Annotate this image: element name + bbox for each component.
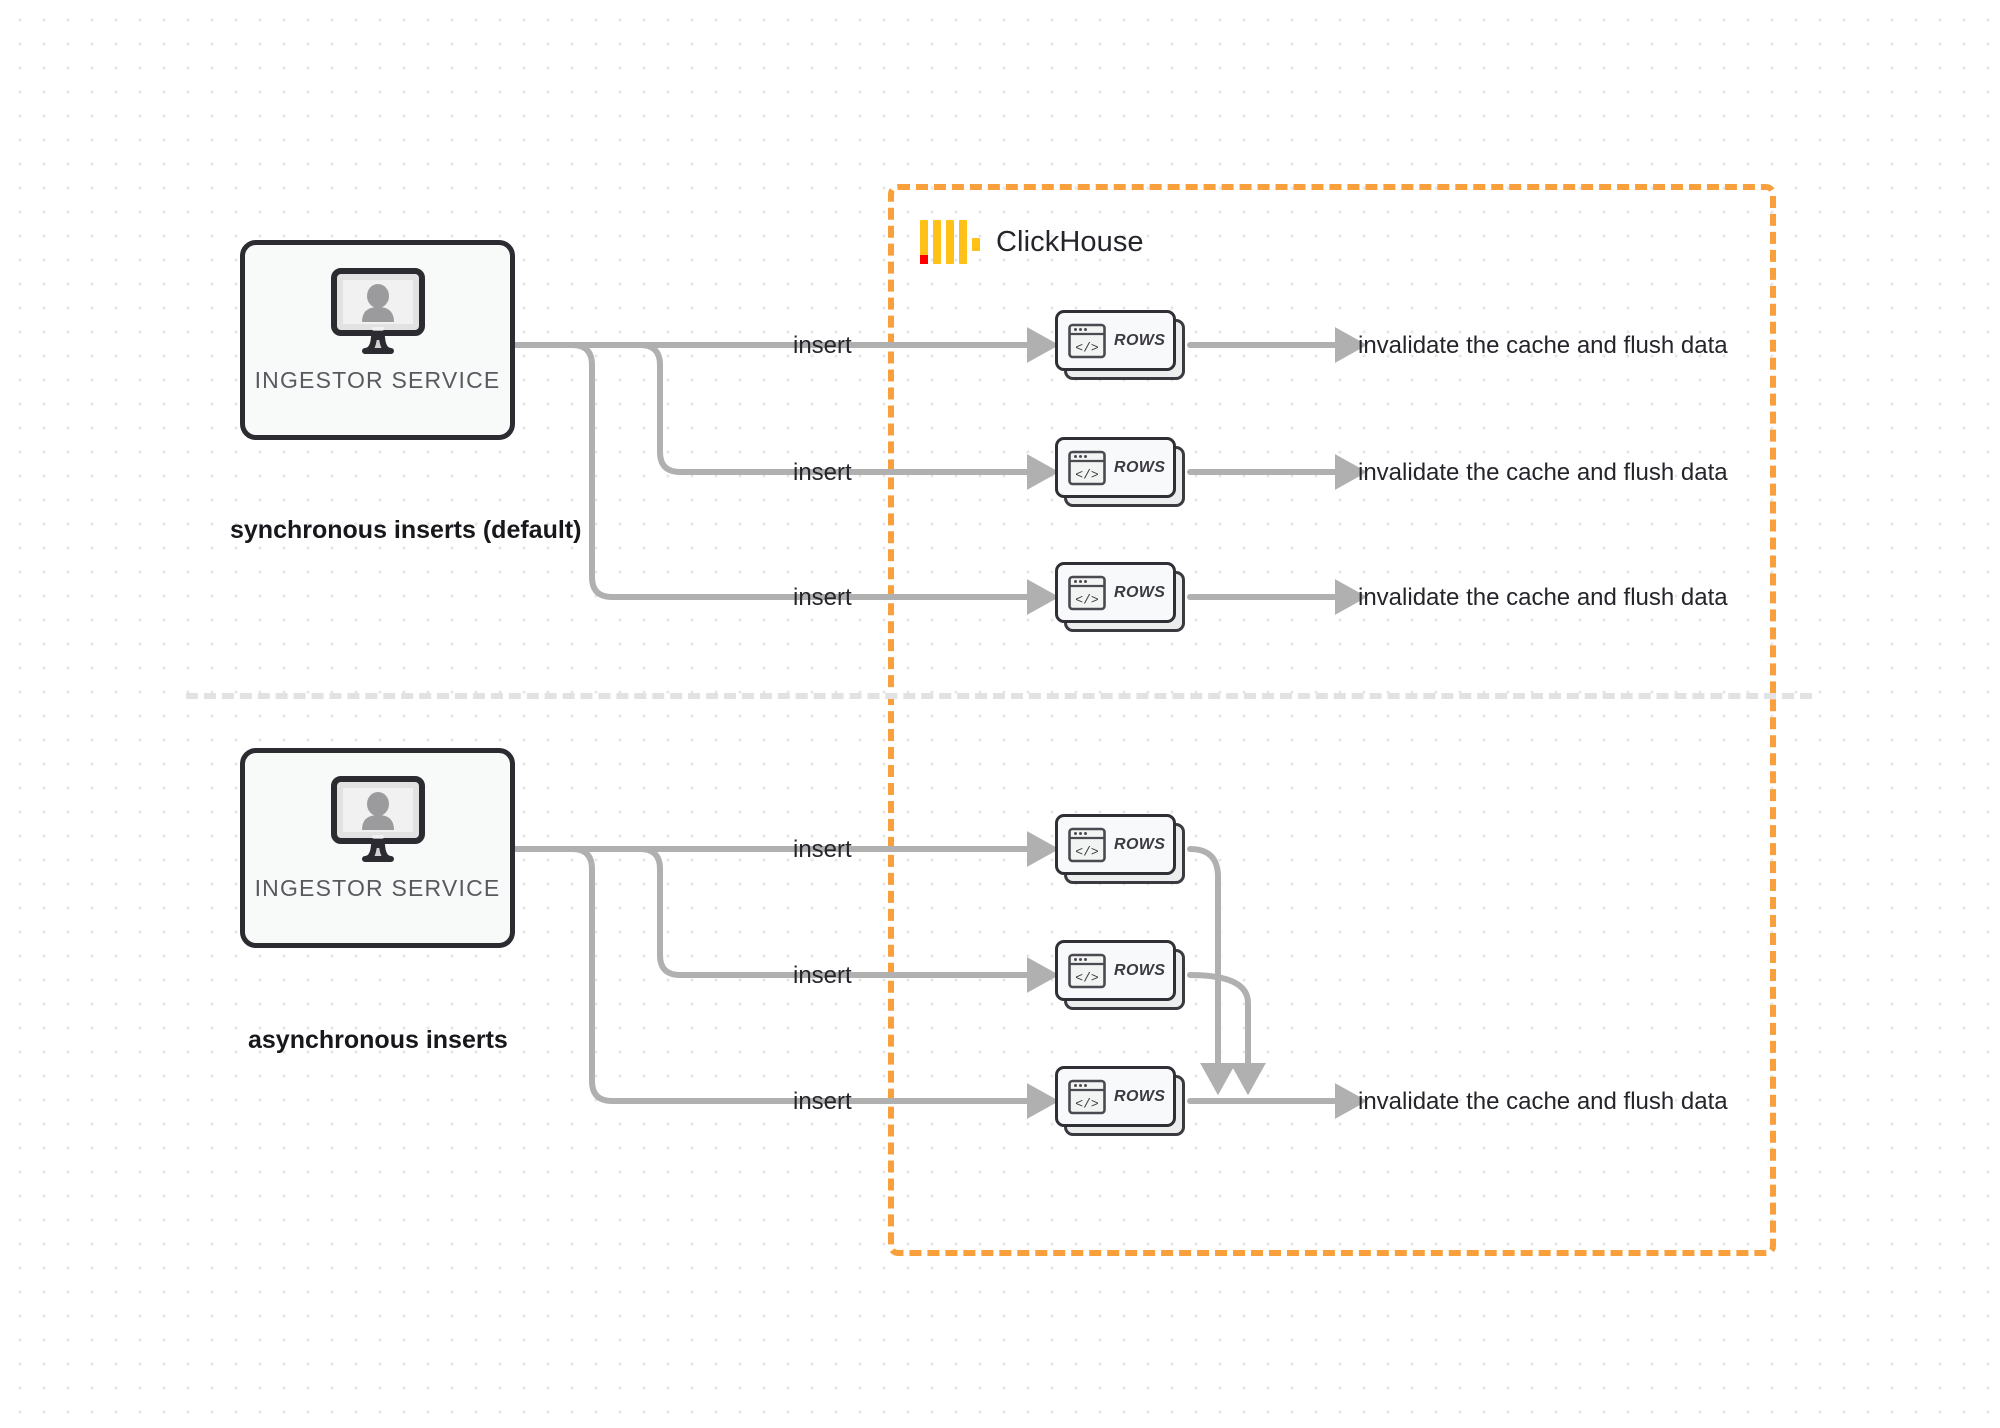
svg-text:</>: </> [1075,844,1099,859]
rows-card-sync-2[interactable]: </> ROWS [1055,437,1185,507]
rows-card-face: </> ROWS [1055,437,1176,498]
insert-label-async-3: insert [793,1088,852,1115]
ingestor-service-label-async: INGESTOR SERVICE [254,875,501,901]
clickhouse-boundary [888,184,1776,1256]
monitor-user-icon [329,267,427,355]
svg-text:</>: </> [1075,1096,1099,1111]
rows-card-face: </> ROWS [1055,1066,1176,1127]
mode-label-sync: synchronous inserts (default) [230,516,582,544]
section-divider [186,693,1812,699]
rows-card-sync-3[interactable]: </> ROWS [1055,562,1185,632]
flush-label-sync-2: invalidate the cache and flush data [1358,459,1728,486]
code-window-icon: </> [1067,825,1107,865]
rows-card-async-1[interactable]: </> ROWS [1055,814,1185,884]
flush-label-sync-1: invalidate the cache and flush data [1358,332,1728,359]
monitor-user-icon [329,775,427,863]
clickhouse-title: ClickHouse [996,225,1144,258]
svg-text:</>: </> [1075,467,1099,482]
ingestor-service-label-sync: INGESTOR SERVICE [254,367,501,393]
rows-card-label: ROWS [1114,458,1166,476]
rows-card-face: </> ROWS [1055,310,1176,371]
rows-card-async-2[interactable]: </> ROWS [1055,940,1185,1010]
flush-label-async-merged: invalidate the cache and flush data [1358,1088,1728,1115]
svg-text:</>: </> [1075,970,1099,985]
rows-card-label: ROWS [1114,961,1166,979]
rows-card-face: </> ROWS [1055,940,1176,1001]
insert-label-sync-2: insert [793,459,852,486]
code-window-icon: </> [1067,448,1107,488]
rows-card-label: ROWS [1114,331,1166,349]
ingestor-service-sync[interactable]: INGESTOR SERVICE [240,240,515,440]
code-window-icon: </> [1067,1077,1107,1117]
svg-text:</>: </> [1075,340,1099,355]
rows-card-sync-1[interactable]: </> ROWS [1055,310,1185,380]
clickhouse-logo-icon [920,220,980,264]
insert-label-async-2: insert [793,962,852,989]
rows-card-face: </> ROWS [1055,562,1176,623]
svg-text:</>: </> [1075,592,1099,607]
insert-label-sync-1: insert [793,332,852,359]
code-window-icon: </> [1067,573,1107,613]
rows-card-face: </> ROWS [1055,814,1176,875]
rows-card-label: ROWS [1114,583,1166,601]
clickhouse-header: ClickHouse [920,220,1144,264]
rows-card-async-3[interactable]: </> ROWS [1055,1066,1185,1136]
rows-card-label: ROWS [1114,835,1166,853]
flush-label-sync-3: invalidate the cache and flush data [1358,584,1728,611]
mode-label-async: asynchronous inserts [248,1026,508,1054]
rows-card-label: ROWS [1114,1087,1166,1105]
code-window-icon: </> [1067,951,1107,991]
ingestor-service-async[interactable]: INGESTOR SERVICE [240,748,515,948]
insert-label-async-1: insert [793,836,852,863]
insert-label-sync-3: insert [793,584,852,611]
code-window-icon: </> [1067,321,1107,361]
